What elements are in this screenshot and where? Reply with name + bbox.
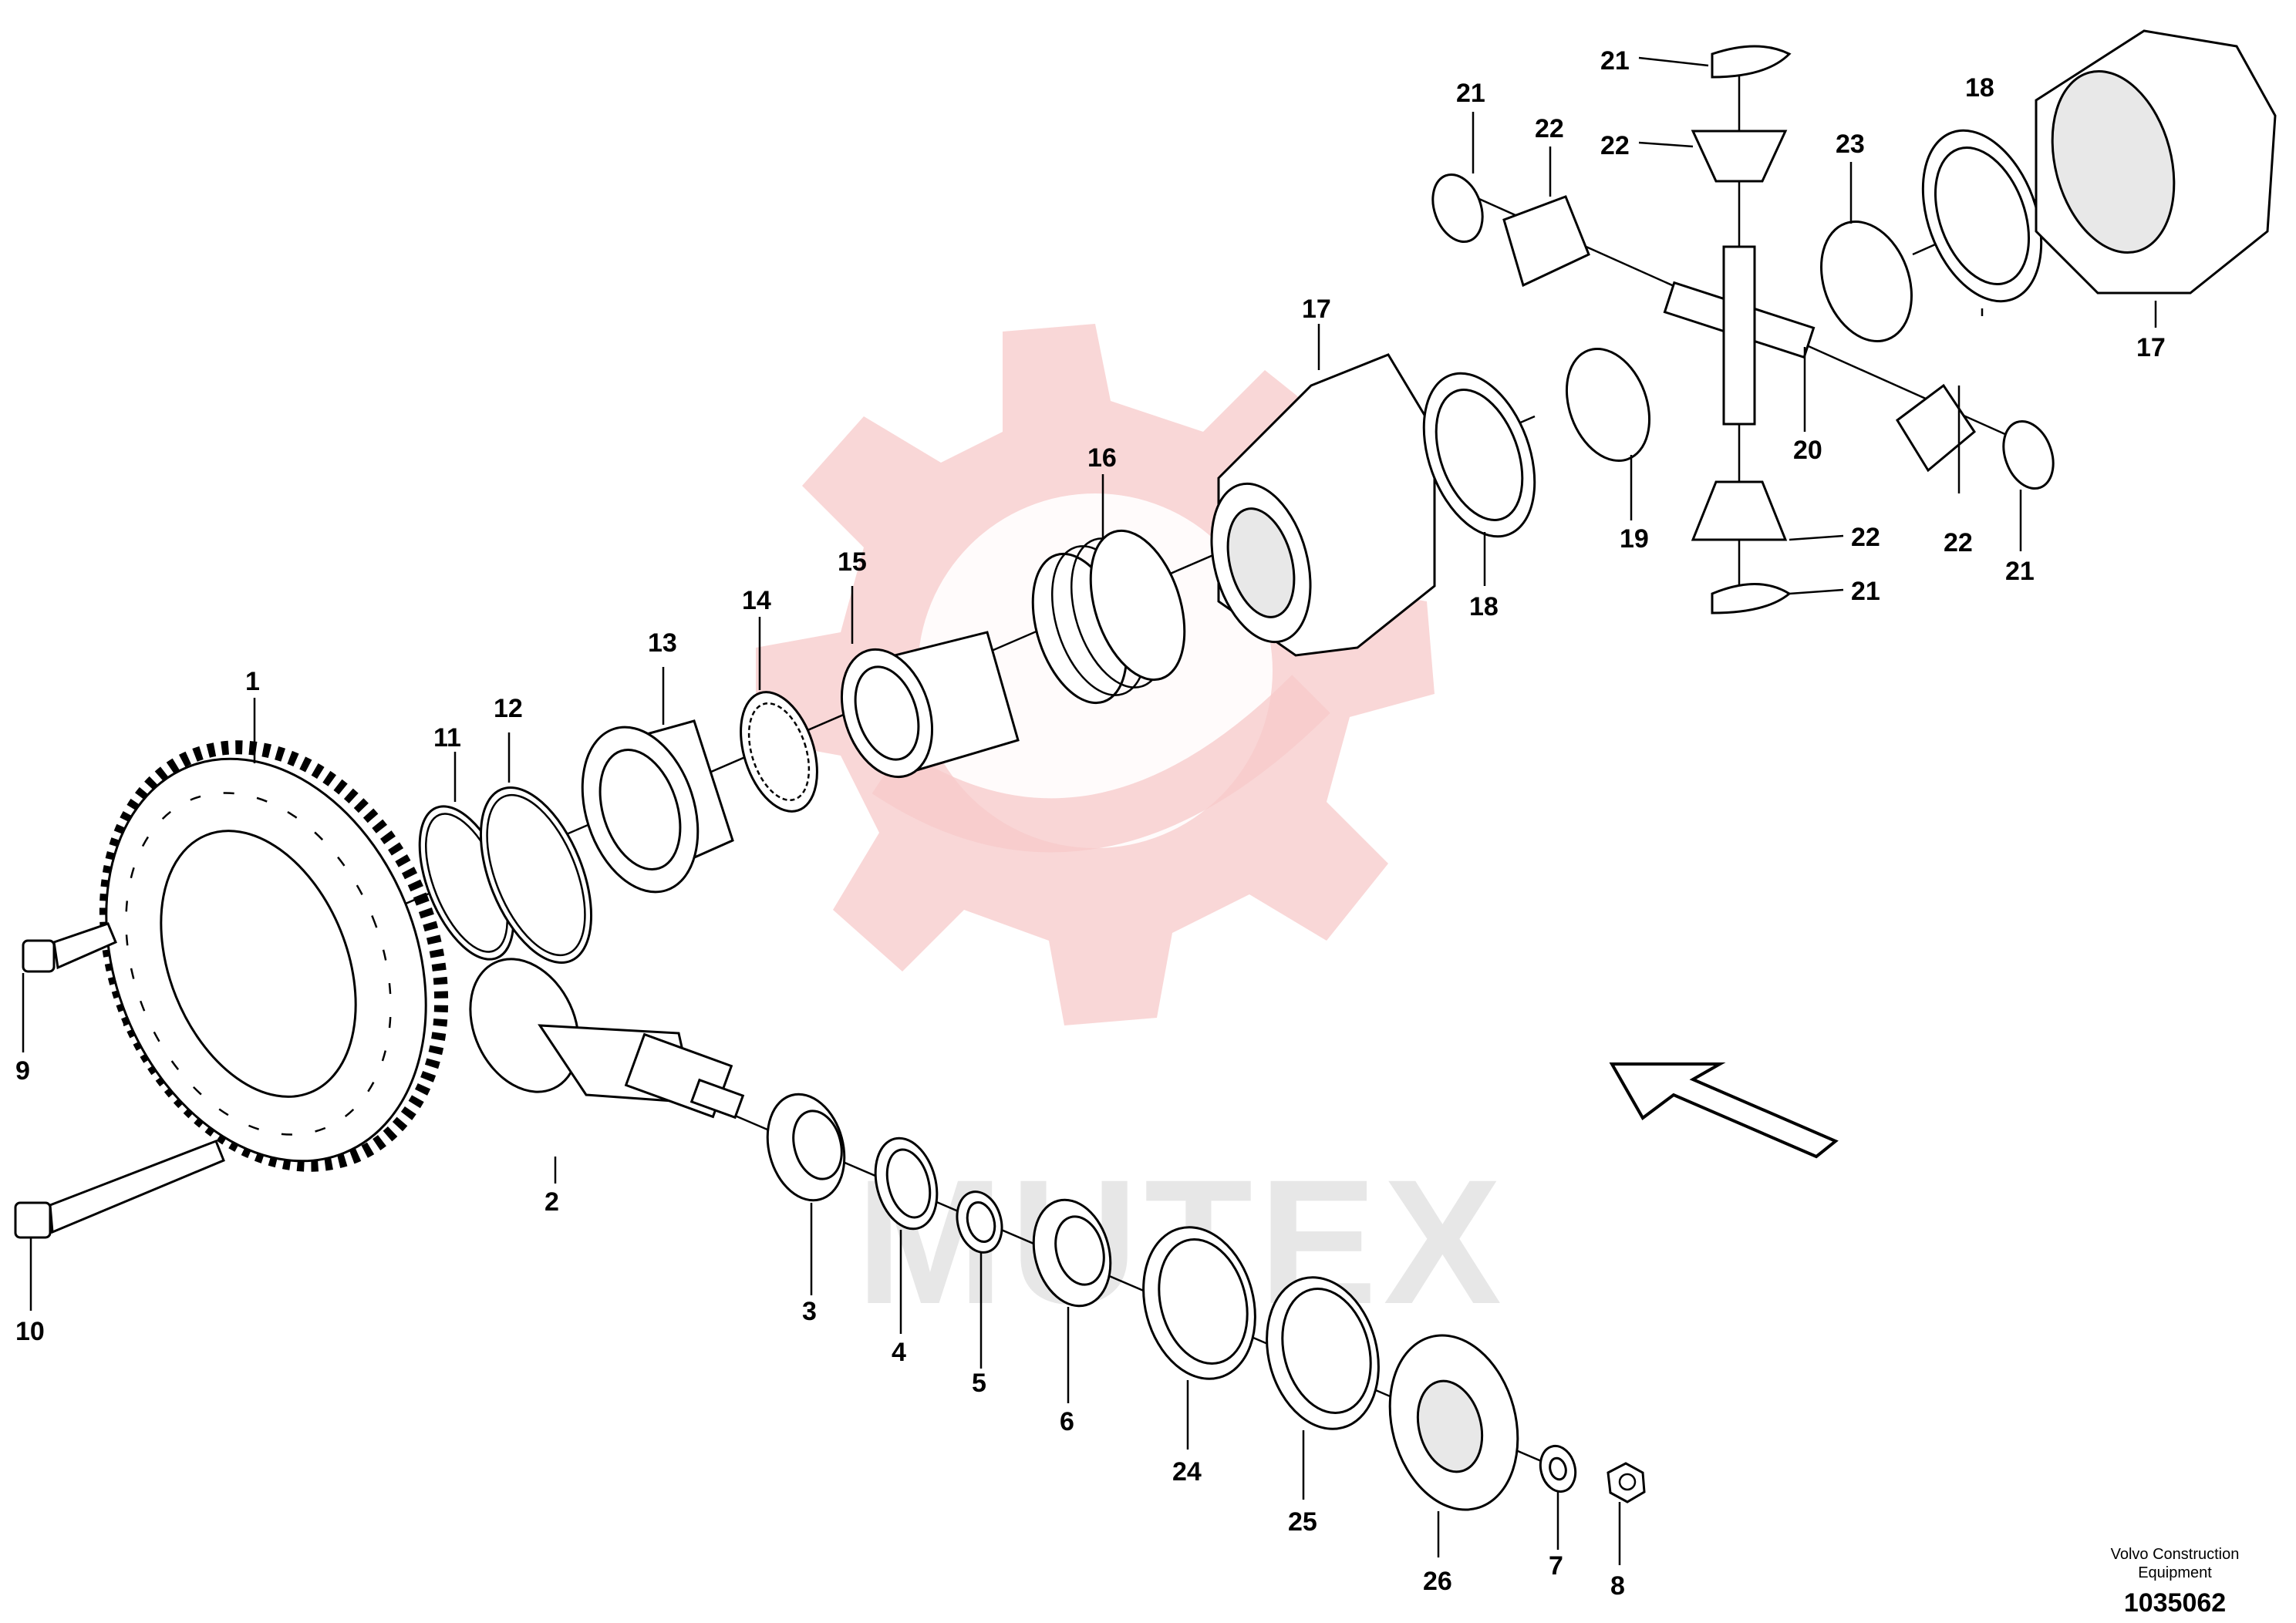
callout-13: 13 (648, 628, 677, 658)
callout-2: 2 (544, 1187, 559, 1217)
drive-pinion (469, 958, 745, 1120)
pinion-gear-top (1691, 130, 1788, 183)
dust-cover (1266, 1276, 1380, 1430)
spider-cross (1663, 245, 1816, 426)
thrust-washer-right (1921, 129, 2043, 303)
callout-7: 7 (1549, 1551, 1563, 1581)
callout-26: 26 (1423, 1567, 1452, 1596)
callout-21-bottom: 21 (1851, 577, 1880, 606)
credit-line-2: Equipment (2138, 1564, 2212, 1581)
differential-case-left (1210, 353, 1436, 657)
washer (1539, 1444, 1577, 1493)
nut (1607, 1462, 1646, 1503)
callout-17-right: 17 (2136, 333, 2166, 362)
side-gear-right (1820, 221, 1913, 342)
companion-flange (1388, 1334, 1519, 1511)
callout-16: 16 (1087, 443, 1117, 473)
pinion-gear-right (1896, 383, 1976, 473)
tab-washer-top (1711, 45, 1792, 79)
callout-22-bottom: 22 (1851, 523, 1880, 552)
callout-6: 6 (1060, 1407, 1074, 1436)
callout-1: 1 (245, 667, 260, 696)
pinion-gear-left (1502, 195, 1590, 288)
side-gear-left (1565, 347, 1651, 463)
credit-line-1: Volvo Construction (2111, 1546, 2240, 1563)
o-ring-outer (479, 786, 593, 965)
callout-22-left: 22 (1535, 114, 1564, 143)
callout-10: 10 (15, 1317, 45, 1346)
callout-4: 4 (892, 1338, 906, 1367)
taper-bearing (1032, 1198, 1112, 1308)
seal-ring (1142, 1226, 1256, 1380)
callout-11: 11 (433, 723, 461, 753)
thrust-washer-left (1422, 372, 1536, 538)
credit-block: Volvo Construction Equipment 1035062 (2111, 1546, 2240, 1618)
callout-25: 25 (1288, 1507, 1317, 1537)
bolt-short (22, 922, 117, 973)
callout-21-left: 21 (1456, 79, 1485, 108)
spacer-ring (874, 1136, 939, 1231)
callout-21-top: 21 (1600, 46, 1630, 76)
callout-20: 20 (1793, 436, 1822, 465)
bolt-long (14, 1140, 225, 1239)
callout-21-right: 21 (2005, 557, 2035, 586)
callout-12: 12 (494, 694, 523, 723)
needle-bearing (740, 691, 818, 813)
callout-15: 15 (838, 547, 867, 577)
leader-lines (22, 56, 2157, 1565)
ring-gear (99, 740, 449, 1172)
document-number: 1035062 (2124, 1588, 2226, 1618)
spring-pack (1031, 529, 1186, 705)
callout-22-top: 22 (1600, 131, 1630, 160)
spline-hub (840, 631, 1020, 779)
callout-5: 5 (972, 1369, 986, 1398)
pinion-bearing (766, 1093, 846, 1202)
callout-3: 3 (802, 1297, 817, 1326)
callout-14: 14 (742, 586, 771, 615)
callout-8: 8 (1610, 1571, 1625, 1601)
callout-19: 19 (1620, 524, 1649, 554)
callout-17-left: 17 (1302, 295, 1331, 324)
direction-arrow (1609, 1062, 1839, 1159)
callout-9: 9 (15, 1056, 30, 1086)
callout-labels: 1 2 3 4 5 6 7 8 9 10 11 12 13 14 15 16 1… (15, 46, 2166, 1601)
differential-case-right (2035, 29, 2277, 295)
callout-22-right: 22 (1944, 528, 1973, 557)
tab-washer-left (1431, 173, 1484, 244)
callout-23: 23 (1836, 130, 1865, 159)
callout-18-right: 18 (1965, 73, 1994, 103)
callout-18-left: 18 (1469, 592, 1499, 621)
tab-washer-bottom (1711, 583, 1792, 615)
shim-ring (956, 1190, 1003, 1254)
callout-24: 24 (1172, 1457, 1202, 1487)
bearing-cup (581, 719, 734, 894)
pinion-gear-bottom (1691, 480, 1788, 541)
tab-washer-right (2002, 419, 2055, 490)
